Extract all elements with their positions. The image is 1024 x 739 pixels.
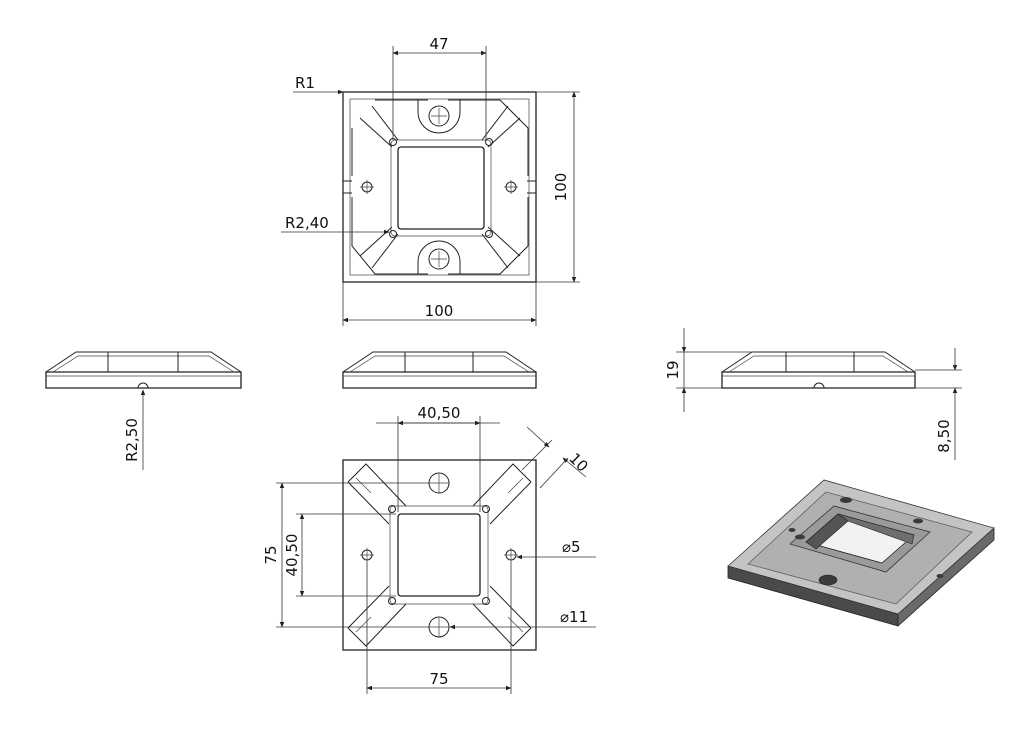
dim-100-width: 100 — [425, 302, 454, 320]
dim-r1: R1 — [295, 74, 315, 92]
dim-75-horizontal: 75 — [429, 670, 448, 688]
top-view — [342, 91, 537, 283]
dim-850: 8,50 — [935, 419, 953, 452]
dim-r240: R2,40 — [285, 214, 329, 232]
dim-4050-width: 40,50 — [418, 404, 461, 422]
dim-100-height: 100 — [552, 173, 570, 202]
dim-4050-height: 40,50 — [283, 534, 301, 577]
front-view — [342, 351, 537, 389]
dim-10: 10 — [565, 449, 591, 475]
top-view-dimensions: 47 R1 R2,40 100 100 — [281, 35, 580, 326]
dim-r250: R2,50 — [123, 418, 141, 462]
left-side-view: R2,50 — [45, 351, 242, 470]
isometric-view — [727, 479, 995, 627]
right-side-view: 19 8,50 — [664, 328, 962, 460]
dim-dia5: ⌀5 — [562, 538, 581, 556]
dim-19: 19 — [664, 360, 682, 379]
bottom-view-dimensions: 40,50 10 75 40,50 ⌀5 ⌀11 75 — [262, 404, 596, 694]
bottom-view — [342, 459, 537, 651]
dim-47: 47 — [429, 35, 448, 53]
dim-dia11: ⌀11 — [560, 608, 588, 626]
dim-75-vertical: 75 — [262, 545, 280, 564]
